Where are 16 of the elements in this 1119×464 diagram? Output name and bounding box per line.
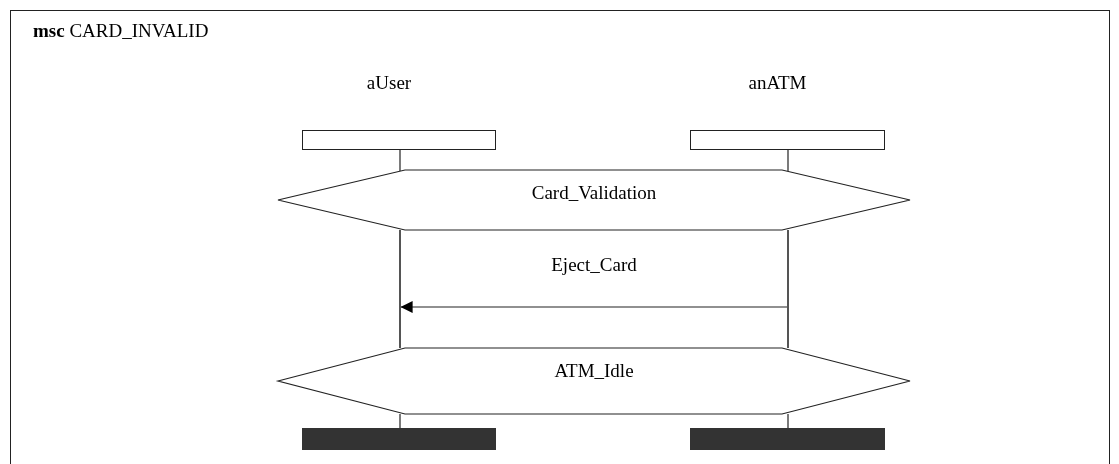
lifeline — [787, 413, 789, 430]
lifeline — [399, 413, 401, 430]
lifeline — [787, 230, 789, 348]
instance-head-box — [302, 130, 496, 150]
lifeline — [787, 149, 789, 172]
message-arrow — [400, 301, 788, 313]
instance-end-bar — [302, 428, 496, 450]
condition-label: ATM_Idle — [554, 360, 634, 383]
diagram-title: msc CARD_INVALID — [33, 20, 209, 42]
instance-name: anATM — [748, 72, 807, 94]
lifeline — [399, 230, 401, 348]
instance-head-box — [690, 130, 885, 150]
condition-label: Card_Validation — [531, 182, 657, 205]
instance-end-bar — [690, 428, 885, 450]
lifeline — [399, 149, 401, 172]
instance-name: aUser — [366, 72, 412, 94]
